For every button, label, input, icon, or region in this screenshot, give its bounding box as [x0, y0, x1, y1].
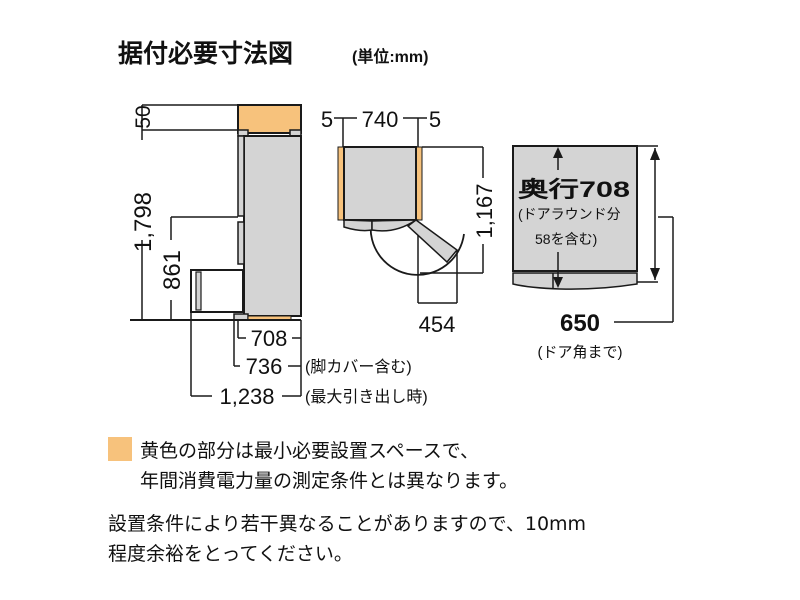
door-corner-depth-value: 650 — [560, 310, 600, 337]
max-drawer-out-value: 1,238 — [219, 384, 274, 409]
caution-line-1: 設置条件により若干異なることがありますので、10mm — [108, 513, 587, 535]
side-clearance-left: 5 — [321, 107, 333, 132]
width-value: 740 — [362, 107, 399, 132]
max-drawer-out-note: (最大引き出し時) — [305, 388, 428, 406]
legend-line-2: 年間消費電力量の測定条件とは異なります。 — [140, 470, 519, 492]
top-clearance-value: 50 — [132, 105, 155, 128]
depth-value: 708 — [251, 326, 288, 351]
fridge-body-side — [243, 135, 302, 317]
depth-leg-cover-value: 736 — [246, 354, 283, 379]
caution-line-2: 程度余裕をとってください。 — [108, 543, 353, 565]
top-clearance-area — [237, 104, 302, 134]
yellow-swatch-icon — [108, 437, 132, 461]
fridge-body-top — [343, 146, 417, 221]
side-view — [130, 104, 302, 397]
door-open-depth-value: 1,167 — [472, 183, 497, 238]
legend-note: 黄色の部分は最小必要設置スペースで、 年間消費電力量の測定条件とは異なります。 — [108, 436, 518, 496]
door-middle — [237, 221, 245, 265]
drawer-height-value: 861 — [159, 250, 186, 290]
fridge-body-front — [512, 145, 638, 272]
unit-label: (単位:mm) — [352, 47, 428, 66]
depth-leg-cover-note: (脚カバー含む) — [305, 358, 412, 376]
door-upper — [237, 135, 245, 217]
caution-note: 設置条件により若干異なることがありますので、10mm 程度余裕をとってください。 — [108, 509, 586, 569]
depth-note-1: (ドアラウンド分 — [518, 206, 621, 222]
side-clearance-right: 5 — [429, 107, 441, 132]
depth-label: 奥行708 — [518, 177, 630, 202]
door-swing-value: 454 — [419, 312, 456, 337]
top-view — [334, 117, 484, 304]
door-corner-note: (ドア角まで) — [538, 344, 623, 361]
legend-line-1: 黄色の部分は最小必要設置スペースで、 — [140, 440, 479, 462]
height-value: 1,798 — [130, 192, 157, 252]
page-title: 据付必要寸法図 — [118, 40, 293, 68]
depth-view — [512, 145, 674, 323]
depth-note-2: 58を含む) — [535, 231, 597, 247]
